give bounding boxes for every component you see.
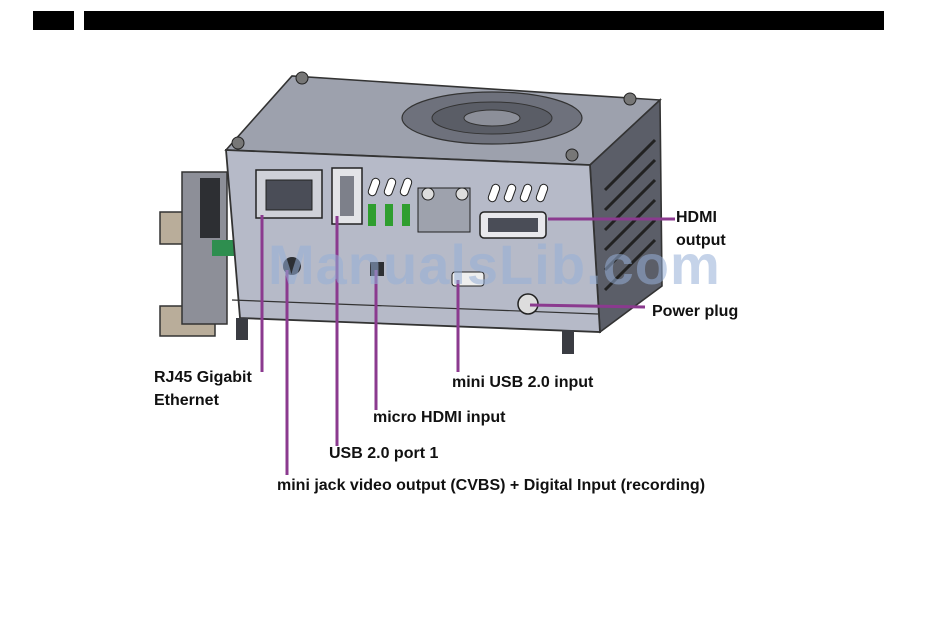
- label-micro-hdmi: micro HDMI input: [373, 406, 505, 429]
- label-rj45-line1: RJ45 Gigabit: [154, 366, 252, 389]
- label-usb-port1: USB 2.0 port 1: [329, 442, 438, 465]
- label-rj45-line2: Ethernet: [154, 389, 252, 412]
- device-top: [226, 72, 660, 165]
- label-mini-usb: mini USB 2.0 input: [452, 371, 593, 394]
- label-hdmi-output: HDMI output: [676, 206, 726, 252]
- label-hdmi-output-line2: output: [676, 229, 726, 252]
- label-mini-jack: mini jack video output (CVBS) + Digital …: [277, 474, 705, 497]
- label-power-plug: Power plug: [652, 300, 738, 323]
- watermark: ManualsLib.com: [268, 232, 721, 297]
- label-hdmi-output-line1: HDMI: [676, 206, 726, 229]
- label-rj45: RJ45 Gigabit Ethernet: [154, 366, 252, 412]
- left-mount-brackets: [160, 172, 238, 336]
